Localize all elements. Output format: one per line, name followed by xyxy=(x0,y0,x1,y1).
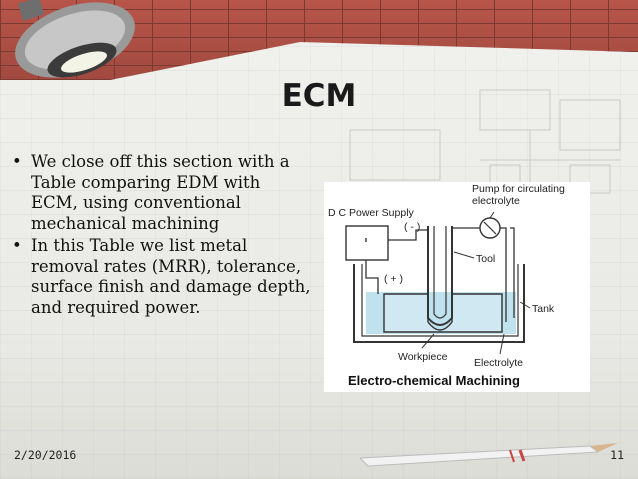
label-pump-line1: Pump for circulating xyxy=(472,183,565,195)
label-power-supply: D C Power Supply xyxy=(328,207,415,219)
slide-title: ECM xyxy=(281,78,357,114)
label-pump-line2: electrolyte xyxy=(472,195,520,207)
bullet-text: We close off this section with a Table c… xyxy=(31,152,290,233)
footer-date: 2/20/2016 xyxy=(14,448,77,462)
diagram-caption: Electro-chemical Machining xyxy=(348,373,520,388)
bullet-list: • We close off this section with a Table… xyxy=(12,152,312,320)
bullet-marker: • xyxy=(12,236,22,255)
desk-lamp-image xyxy=(15,0,135,78)
label-plus: ( + ) xyxy=(384,273,403,285)
label-tool: Tool xyxy=(476,253,495,265)
label-workpiece: Workpiece xyxy=(398,351,448,363)
workpiece-shape xyxy=(383,293,503,333)
bullet-item: • We close off this section with a Table… xyxy=(12,152,312,234)
tool-shape xyxy=(427,226,453,326)
tank-shape xyxy=(353,264,525,343)
label-tank: Tank xyxy=(532,303,555,315)
power-supply-box xyxy=(345,225,389,261)
label-minus: ( - ) xyxy=(404,221,420,233)
bullet-item: • In this Table we list metal removal ra… xyxy=(12,236,312,318)
ecm-diagram: D C Power Supply ( - ) ( + ) Pump for ci… xyxy=(324,182,590,392)
bullet-text: In this Table we list metal removal rate… xyxy=(31,236,311,317)
footer-page-number: 11 xyxy=(610,448,624,462)
bullet-marker: • xyxy=(12,152,22,171)
label-electrolyte: Electrolyte xyxy=(474,357,523,369)
pencil-image xyxy=(360,443,618,467)
